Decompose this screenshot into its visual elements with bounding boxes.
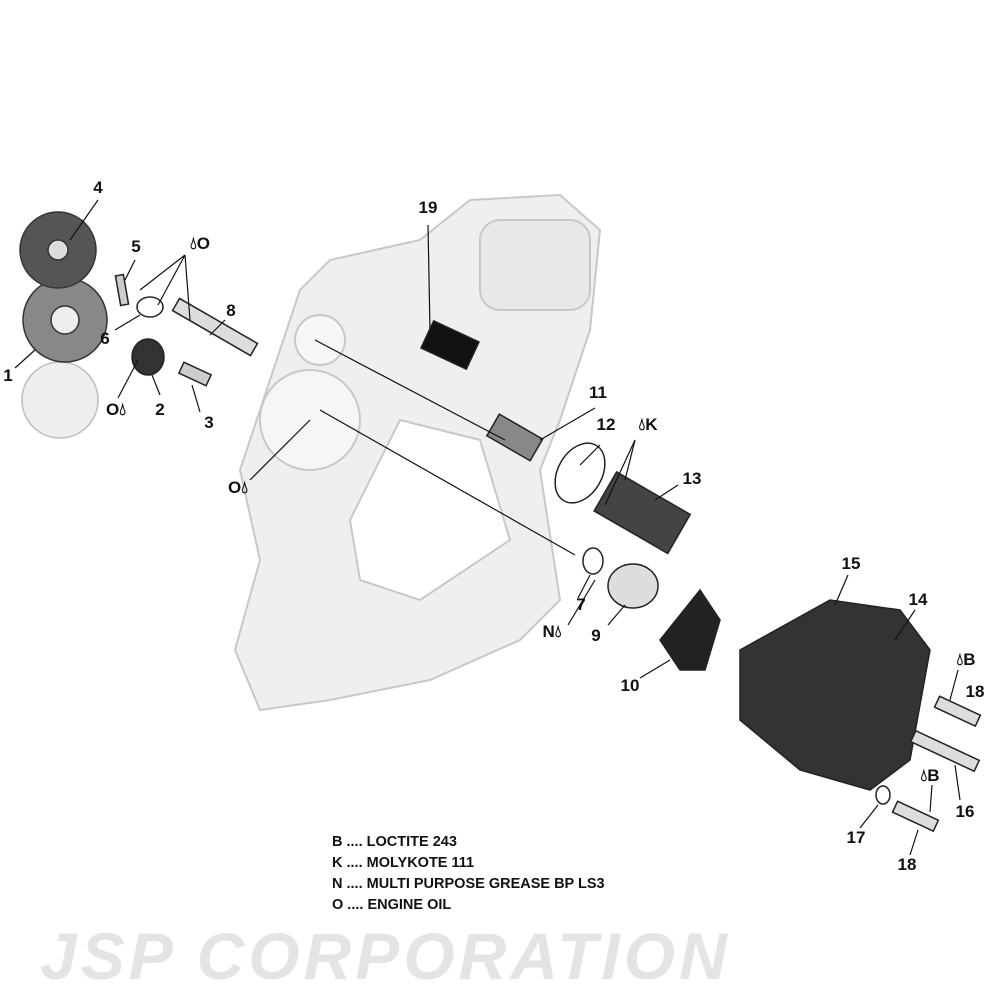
callout-4: 4 bbox=[93, 178, 103, 197]
callout-7: 7 bbox=[576, 595, 586, 614]
legend-item: N .... MULTI PURPOSE GREASE BP LS3 bbox=[332, 876, 605, 892]
callout-17: 17 bbox=[846, 828, 866, 847]
callout-1: 1 bbox=[3, 366, 13, 385]
callout-16: 16 bbox=[955, 802, 975, 821]
leader-lines bbox=[14, 199, 961, 856]
legend-item: O .... ENGINE OIL bbox=[332, 897, 452, 913]
small-parts bbox=[114, 273, 982, 833]
callout-15: 15 bbox=[841, 554, 861, 573]
callout-6: 6 bbox=[100, 329, 110, 348]
callout-13: 13 bbox=[682, 469, 702, 488]
callout-9: 9 bbox=[591, 626, 601, 645]
lube-mark-n: N💧︎ bbox=[542, 622, 562, 641]
callout-5: 5 bbox=[131, 237, 141, 256]
legend-item: B .... LOCTITE 243 bbox=[332, 834, 457, 850]
callout-19: 19 bbox=[418, 198, 438, 217]
gears bbox=[19, 211, 108, 439]
drop-icon: 💧︎ bbox=[638, 415, 646, 434]
callout-18a: 18 bbox=[965, 682, 985, 701]
drop-icon: 💧︎ bbox=[119, 400, 127, 419]
engine-cover bbox=[233, 193, 602, 712]
drop-icon: 💧︎ bbox=[189, 234, 197, 253]
lube-mark-b-1: 💧︎B bbox=[956, 650, 976, 669]
lube-mark-oil-3: O💧︎ bbox=[227, 478, 249, 497]
callout-10: 10 bbox=[620, 676, 640, 695]
lubricant-legend: B .... LOCTITE 243 K .... MOLYKOTE 111 N… bbox=[332, 832, 605, 916]
callout-8: 8 bbox=[226, 301, 236, 320]
drop-icon: 💧︎ bbox=[920, 766, 928, 785]
callout-11: 11 bbox=[589, 383, 607, 402]
lube-mark-oil-1: 💧︎O bbox=[189, 234, 211, 253]
callout-14: 14 bbox=[908, 590, 928, 609]
legend-item: K .... MOLYKOTE 111 bbox=[332, 855, 475, 871]
lube-mark-k: 💧︎K bbox=[638, 415, 658, 434]
callout-12: 12 bbox=[596, 415, 616, 434]
callout-18b: 18 bbox=[897, 855, 917, 874]
callout-3: 3 bbox=[204, 413, 214, 432]
lube-mark-oil-2: O💧︎ bbox=[105, 400, 127, 419]
drop-icon: 💧︎ bbox=[241, 478, 249, 497]
watermark: JSP CORPORATION bbox=[40, 919, 731, 993]
drop-icon: 💧︎ bbox=[554, 622, 562, 641]
lube-mark-b-2: 💧︎B bbox=[920, 766, 940, 785]
callout-2: 2 bbox=[155, 400, 165, 419]
drop-icon: 💧︎ bbox=[956, 650, 964, 669]
